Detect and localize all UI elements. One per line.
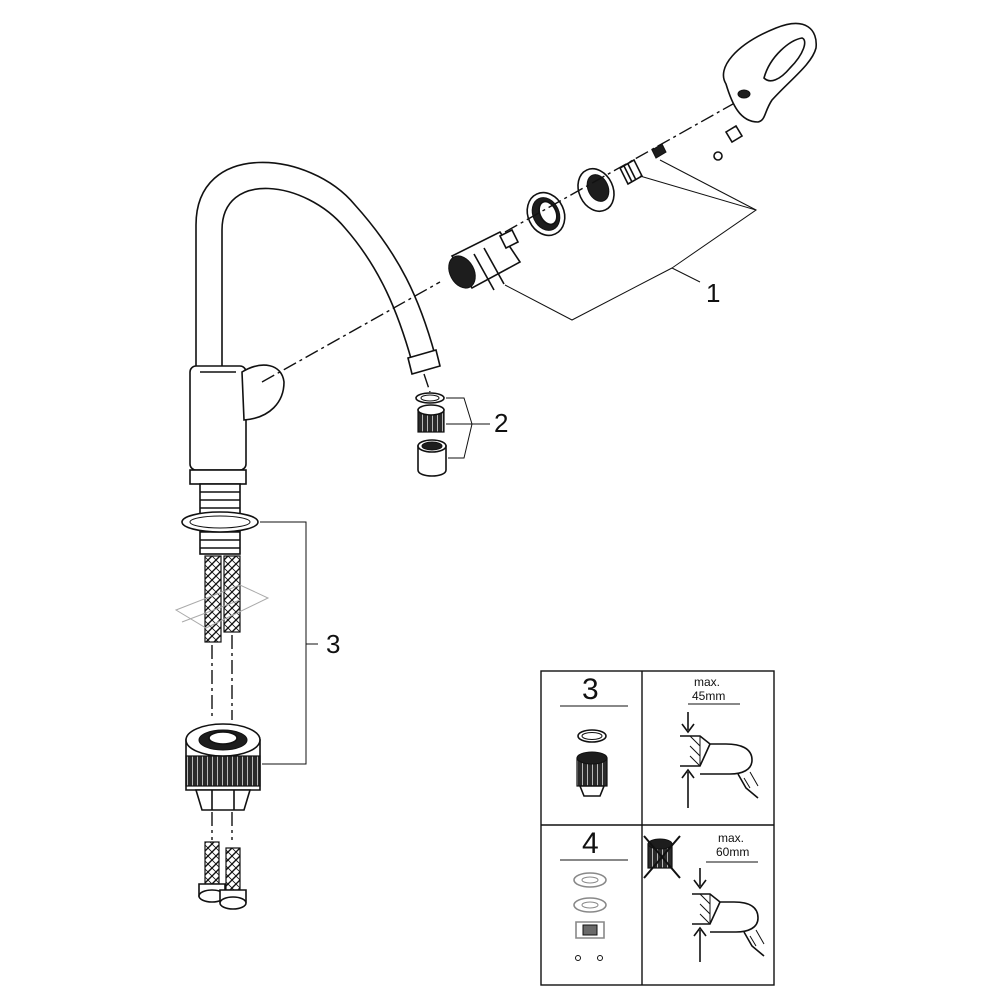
- callout-2-label: 2: [494, 408, 508, 438]
- spout: [195, 161, 436, 371]
- lever-stub: [241, 364, 285, 421]
- aerator-housing: [417, 439, 447, 477]
- adapter: [618, 143, 667, 186]
- cartridge: [448, 228, 522, 291]
- set-screw: [713, 124, 744, 161]
- inset-row1-nut-icon: [576, 751, 608, 797]
- callout-1-bracket: [504, 159, 758, 321]
- faucet-column: [189, 365, 247, 471]
- hose-fittings: [198, 841, 247, 910]
- callout-2-bracket: [446, 397, 490, 459]
- inset-row1-dimension: 45mm: [692, 689, 725, 703]
- fixing-nut: [185, 723, 261, 811]
- aerator-seal: [415, 392, 445, 404]
- cover-cap: [577, 168, 615, 212]
- inset-row2-washer-icon: [573, 872, 607, 961]
- inset-row2-dimension: 60mm: [716, 845, 749, 859]
- aerator-insert: [417, 404, 445, 433]
- callout-1-label: 1: [706, 278, 720, 308]
- inset-row2-countertop-icon: [692, 868, 765, 962]
- flex-hoses: [174, 555, 270, 643]
- inset-row2-crossed-nut-icon: [643, 835, 681, 879]
- faucet-body: [181, 161, 441, 555]
- inset-row1-max-label: max.: [694, 675, 720, 689]
- callout-3-bracket: [260, 521, 318, 765]
- spout-tip: [407, 349, 441, 375]
- inset-row2-max-label: max.: [718, 831, 744, 845]
- inset-row1-oring-icon: [577, 729, 607, 743]
- o-ring: [181, 511, 259, 533]
- inset-row1-number: 3: [582, 673, 599, 706]
- handle-lever: [722, 22, 817, 123]
- inset-row1-countertop-icon: [680, 712, 759, 808]
- nut-ring: [526, 191, 566, 237]
- inset-row2-number: 4: [582, 827, 599, 860]
- callout-3-label: 3: [326, 629, 340, 659]
